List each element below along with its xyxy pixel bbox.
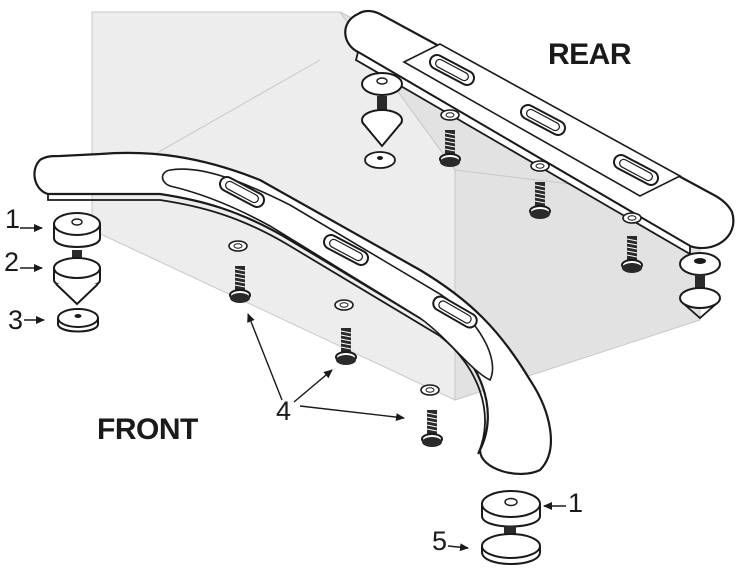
- rear-label: REAR: [548, 38, 632, 71]
- rear-right-spike-set: [679, 252, 721, 320]
- washer-icon: [420, 384, 440, 396]
- rear-stand-bar: [344, 9, 735, 256]
- callout-2-left: 2: [4, 247, 20, 277]
- washer-icon: [622, 212, 642, 224]
- callout-1-left: 1: [5, 204, 21, 234]
- part-5-foot: [481, 526, 541, 565]
- rear-hardware: [361, 72, 721, 320]
- screw-icon: [421, 409, 443, 448]
- rear-left-spike-set: [361, 72, 403, 169]
- washer-icon: [334, 299, 354, 311]
- front-left-spike-set: [53, 212, 101, 333]
- front-label: FRONT: [97, 413, 198, 446]
- washer-icon: [530, 160, 550, 172]
- callout-3-left: 3: [8, 305, 24, 335]
- callout-arrows: [20, 224, 566, 552]
- washer-icon: [228, 240, 248, 252]
- callout-4: 4: [276, 396, 292, 426]
- front-stand-bar: [33, 151, 552, 475]
- callout-5-bottom: 5: [432, 526, 448, 556]
- part-2-spike: [53, 250, 101, 306]
- part-1-disc: [53, 212, 101, 248]
- callout-1-bottom: 1: [568, 488, 584, 518]
- front-right-foot-set: [481, 490, 541, 565]
- part-3-floor-cup: [57, 308, 99, 333]
- washer-icon: [440, 109, 460, 121]
- part-1-disc-bottom: [481, 490, 541, 528]
